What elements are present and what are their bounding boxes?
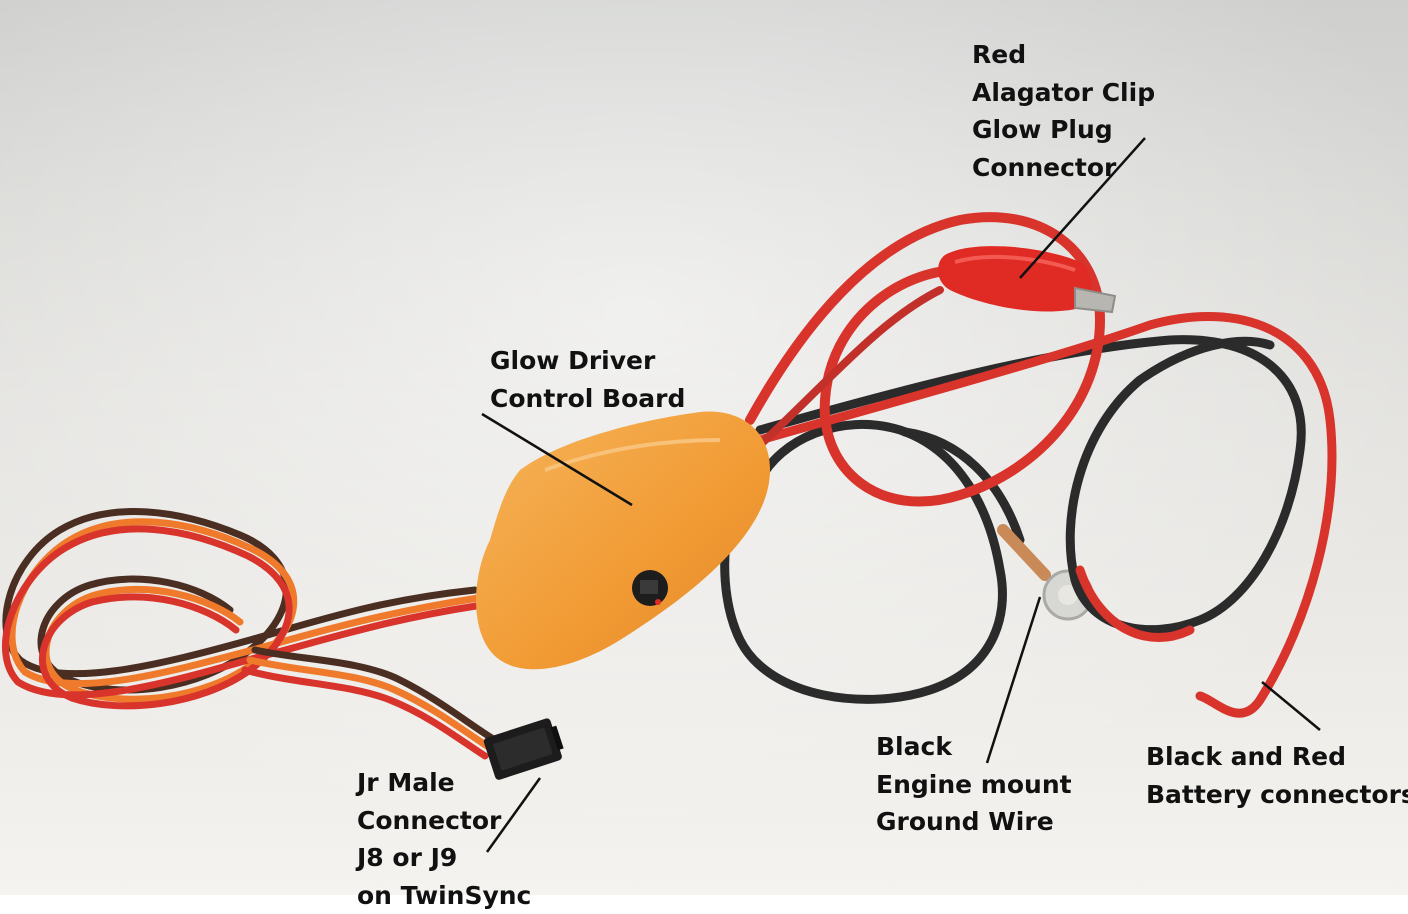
photo-scene [0,0,1408,895]
label-red-alligator-clip: Red Alagator Clip Glow Plug Connector [972,40,1156,182]
glow-driver-board [476,411,770,670]
leader-jr [485,777,542,853]
leader-clip [1019,137,1146,279]
leader-battery [1261,681,1321,731]
jr-male-connector [483,718,564,780]
leader-ground [985,596,1042,764]
servo-wire-bundle [1,508,499,760]
alligator-clip [938,246,1117,314]
label-jr-connector: Jr Male Connector J8 or J9 on TwinSync [357,768,532,910]
label-battery-connectors: Black and Red Battery connectors [1146,742,1408,809]
battery-leads [755,312,1337,718]
leader-board [481,412,633,507]
label-ground-wire: Black Engine mount Ground Wire [876,732,1072,836]
label-control-board: Glow Driver Control Board [490,346,686,413]
black-ground-wire [720,419,1025,704]
leader-lines [481,137,1321,853]
red-glow-wire [745,212,1106,507]
